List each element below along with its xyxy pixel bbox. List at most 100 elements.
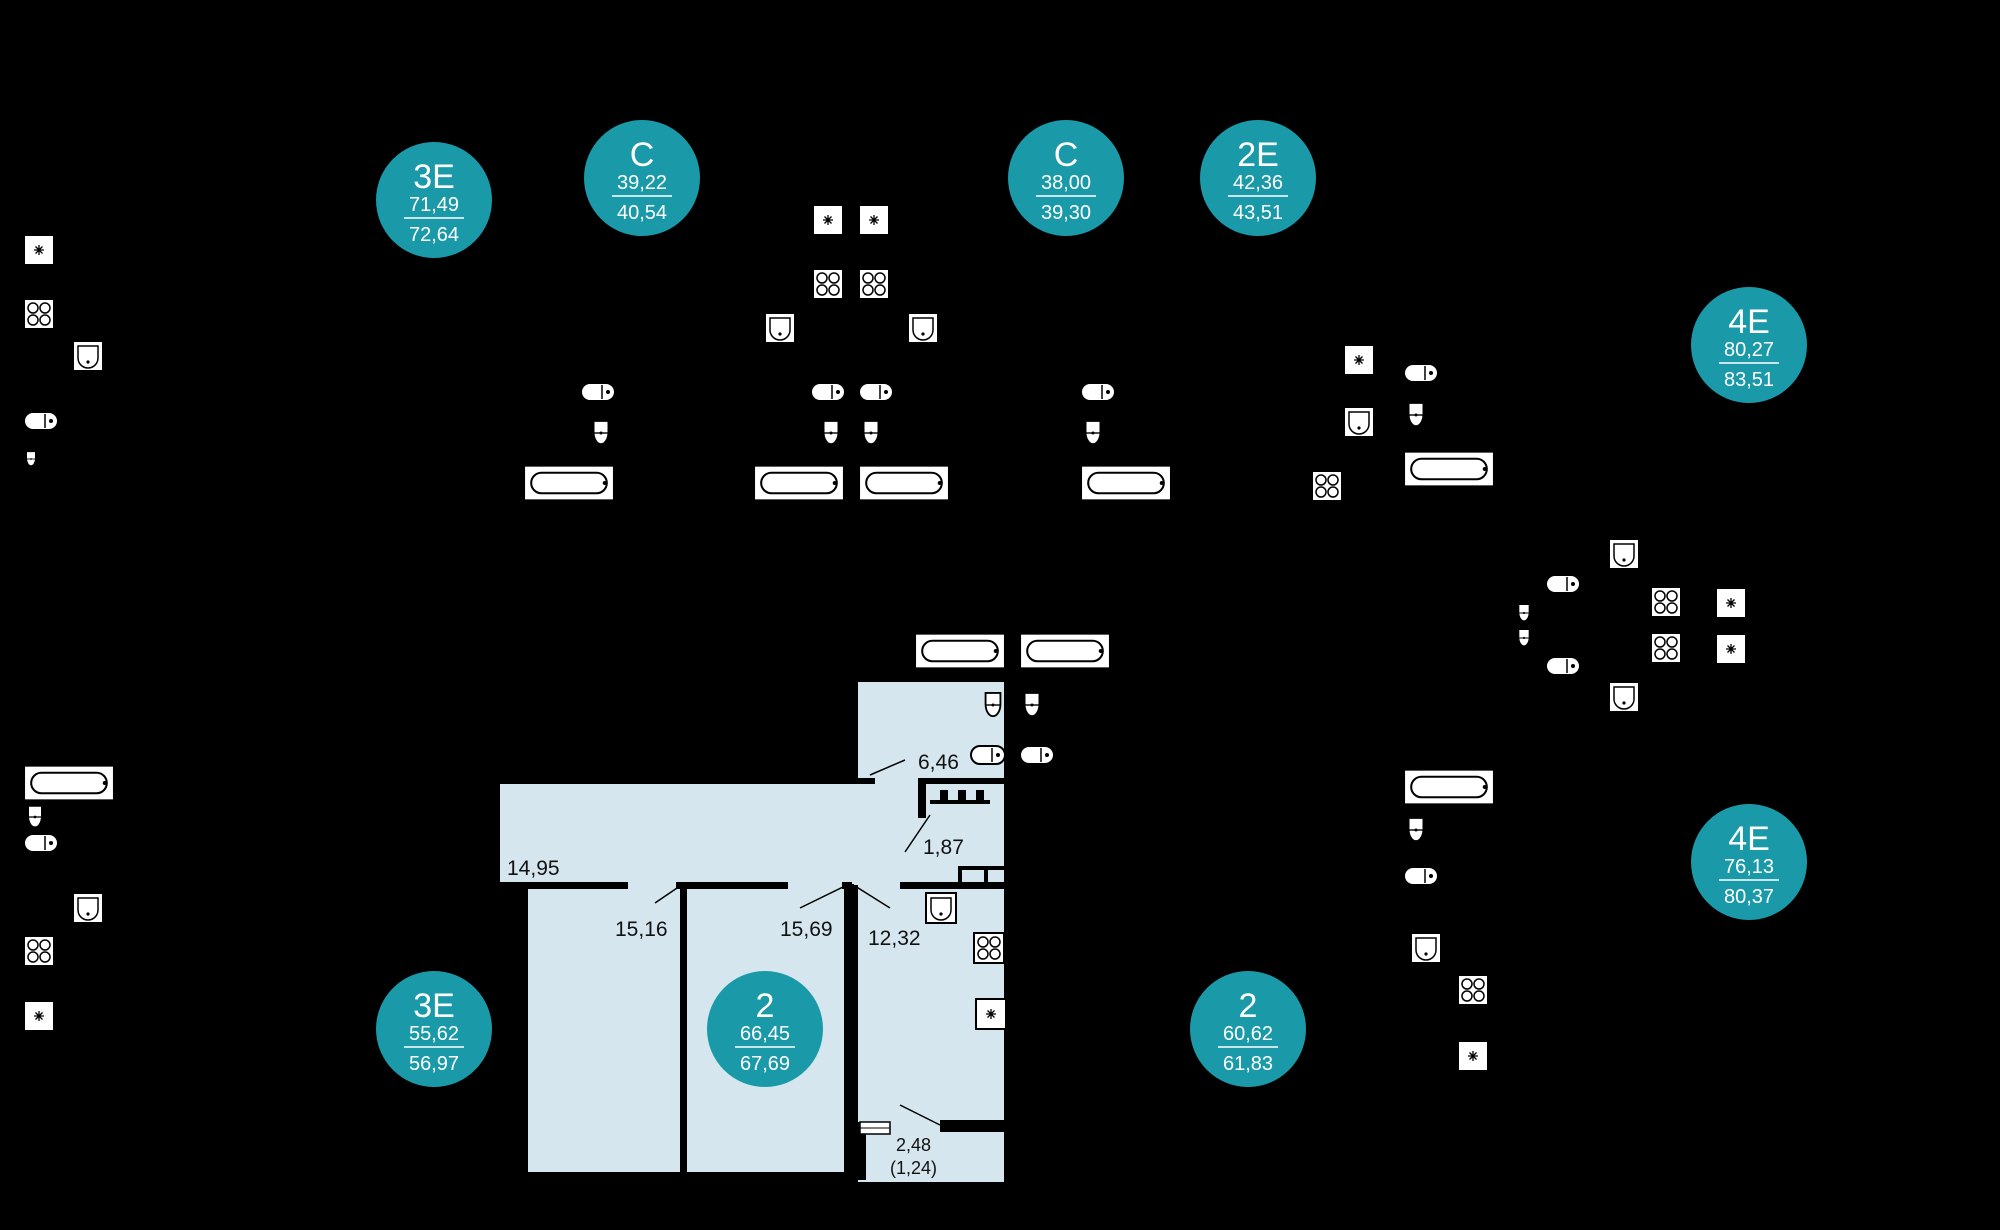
living-area: 39,22 bbox=[617, 172, 667, 194]
room-area-balcony: 2,48 bbox=[896, 1135, 931, 1155]
fan-icon bbox=[23, 1000, 55, 1032]
room-area-balcony-reduced: (1,24) bbox=[890, 1158, 937, 1178]
room-area-hall: 6,46 bbox=[918, 751, 959, 774]
toilet-icon bbox=[810, 382, 846, 402]
badge-circle bbox=[376, 142, 492, 258]
apartment-type: 2Е bbox=[1237, 136, 1279, 174]
sink-icon bbox=[925, 892, 957, 924]
apartment-badge[interactable]: 2Е 42,36 43,51 bbox=[1200, 120, 1316, 236]
bathtub-icon bbox=[523, 464, 615, 502]
bathtub-icon bbox=[23, 764, 115, 802]
badge-circle bbox=[376, 971, 492, 1087]
stove-icon bbox=[1650, 586, 1682, 618]
toilet-icon bbox=[1545, 656, 1581, 676]
toilet-icon bbox=[23, 411, 59, 431]
apartment-badge[interactable]: С 39,22 40,54 bbox=[584, 120, 700, 236]
room-area-bedroom-left: 15,16 bbox=[615, 918, 668, 941]
sink-icon bbox=[984, 691, 1002, 718]
apartment-type: 2 bbox=[756, 987, 775, 1025]
room-area-kitchen: 12,32 bbox=[868, 927, 921, 950]
leader-lines bbox=[654, 759, 941, 1126]
apartment-badge[interactable]: 3Е 71,49 72,64 bbox=[376, 142, 492, 258]
bathtub-icon bbox=[1403, 450, 1495, 488]
living-area: 71,49 bbox=[409, 194, 459, 216]
sink-icon bbox=[822, 419, 840, 446]
apartment-type: С bbox=[630, 136, 655, 174]
living-area: 80,27 bbox=[1724, 339, 1774, 361]
apartment-type: 2 bbox=[1239, 987, 1258, 1025]
highlighted-apartment: 6,46 14,95 15,16 15,69 12,32 1,87 2,48 (… bbox=[495, 676, 1011, 1182]
fan-icon bbox=[23, 234, 55, 266]
apartment-badges: 3Е 71,49 72,64 С 39,22 40,54 С 38,00 39,… bbox=[376, 120, 1807, 1087]
toilet-icon bbox=[1080, 382, 1116, 402]
apartment-type: 3Е bbox=[413, 158, 455, 196]
toilet-icon bbox=[1545, 574, 1581, 594]
toilet-icon bbox=[1403, 866, 1439, 886]
apartment-badge[interactable]: 4Е 80,27 83,51 bbox=[1691, 287, 1807, 403]
room-area-bathroom: 1,87 bbox=[923, 836, 964, 859]
badge-circle bbox=[1190, 971, 1306, 1087]
total-area: 80,37 bbox=[1724, 886, 1774, 908]
bathtub-icon bbox=[1403, 768, 1495, 806]
sink-icon bbox=[1084, 419, 1102, 446]
stove-icon bbox=[1650, 632, 1682, 664]
sink-icon bbox=[1608, 681, 1640, 713]
badge-circle bbox=[707, 971, 823, 1087]
room-area-bedroom-right: 15,69 bbox=[780, 918, 833, 941]
apartment-badge[interactable]: С 38,00 39,30 bbox=[1008, 120, 1124, 236]
living-area: 76,13 bbox=[1724, 856, 1774, 878]
apartment-badge[interactable]: 3Е 55,62 56,97 bbox=[376, 971, 492, 1087]
toilet-icon bbox=[858, 382, 894, 402]
badge-circle bbox=[1691, 804, 1807, 920]
sink-icon bbox=[1517, 603, 1531, 622]
sink-icon bbox=[1517, 628, 1531, 647]
stove-icon bbox=[23, 298, 55, 330]
sink-icon bbox=[862, 419, 880, 446]
living-area: 42,36 bbox=[1233, 172, 1283, 194]
sink-icon bbox=[72, 892, 104, 924]
total-area: 83,51 bbox=[1724, 369, 1774, 391]
apartment-badge[interactable]: 2 60,62 61,83 bbox=[1190, 971, 1306, 1087]
total-area: 40,54 bbox=[617, 202, 667, 224]
toilet-icon bbox=[1019, 745, 1055, 765]
fan-icon bbox=[1343, 344, 1375, 376]
toilet-icon bbox=[1403, 363, 1439, 383]
stove-icon bbox=[23, 935, 55, 967]
total-area: 72,64 bbox=[409, 224, 459, 246]
stove-icon bbox=[1457, 974, 1489, 1006]
badge-circle bbox=[584, 120, 700, 236]
stove-icon bbox=[973, 932, 1005, 964]
fan-icon bbox=[1715, 587, 1747, 619]
stove-icon bbox=[1311, 470, 1343, 502]
bathtub-icon bbox=[858, 464, 950, 502]
badge-circle bbox=[1691, 287, 1807, 403]
badge-circle bbox=[1200, 120, 1316, 236]
living-area: 55,62 bbox=[409, 1023, 459, 1045]
sink-icon bbox=[1023, 691, 1041, 718]
fan-icon bbox=[975, 998, 1007, 1030]
living-area: 38,00 bbox=[1041, 172, 1091, 194]
apartment-type: С bbox=[1054, 136, 1079, 174]
bathtub-icon bbox=[1080, 464, 1172, 502]
toilet-icon bbox=[23, 833, 59, 853]
apartment-type: 3Е bbox=[413, 987, 455, 1025]
badge-circle bbox=[1008, 120, 1124, 236]
stove-icon bbox=[858, 268, 890, 300]
apartment-type: 4Е bbox=[1728, 820, 1770, 858]
total-area: 43,51 bbox=[1233, 202, 1283, 224]
apartment-badge[interactable]: 2 66,45 67,69 bbox=[707, 971, 823, 1087]
fan-icon bbox=[812, 204, 844, 236]
sink-icon bbox=[592, 419, 610, 446]
apartment-badge[interactable]: 4Е 76,13 80,37 bbox=[1691, 804, 1807, 920]
sink-icon bbox=[1410, 932, 1442, 964]
fan-icon bbox=[1457, 1040, 1489, 1072]
bathtub-icon bbox=[753, 464, 845, 502]
sink-icon bbox=[72, 340, 104, 372]
sink-icon bbox=[764, 312, 796, 344]
sink-icon bbox=[25, 450, 37, 467]
toilet-icon bbox=[970, 745, 1006, 765]
sink-icon bbox=[27, 804, 43, 829]
fan-icon bbox=[858, 204, 890, 236]
total-area: 39,30 bbox=[1041, 202, 1091, 224]
sink-icon bbox=[907, 312, 939, 344]
